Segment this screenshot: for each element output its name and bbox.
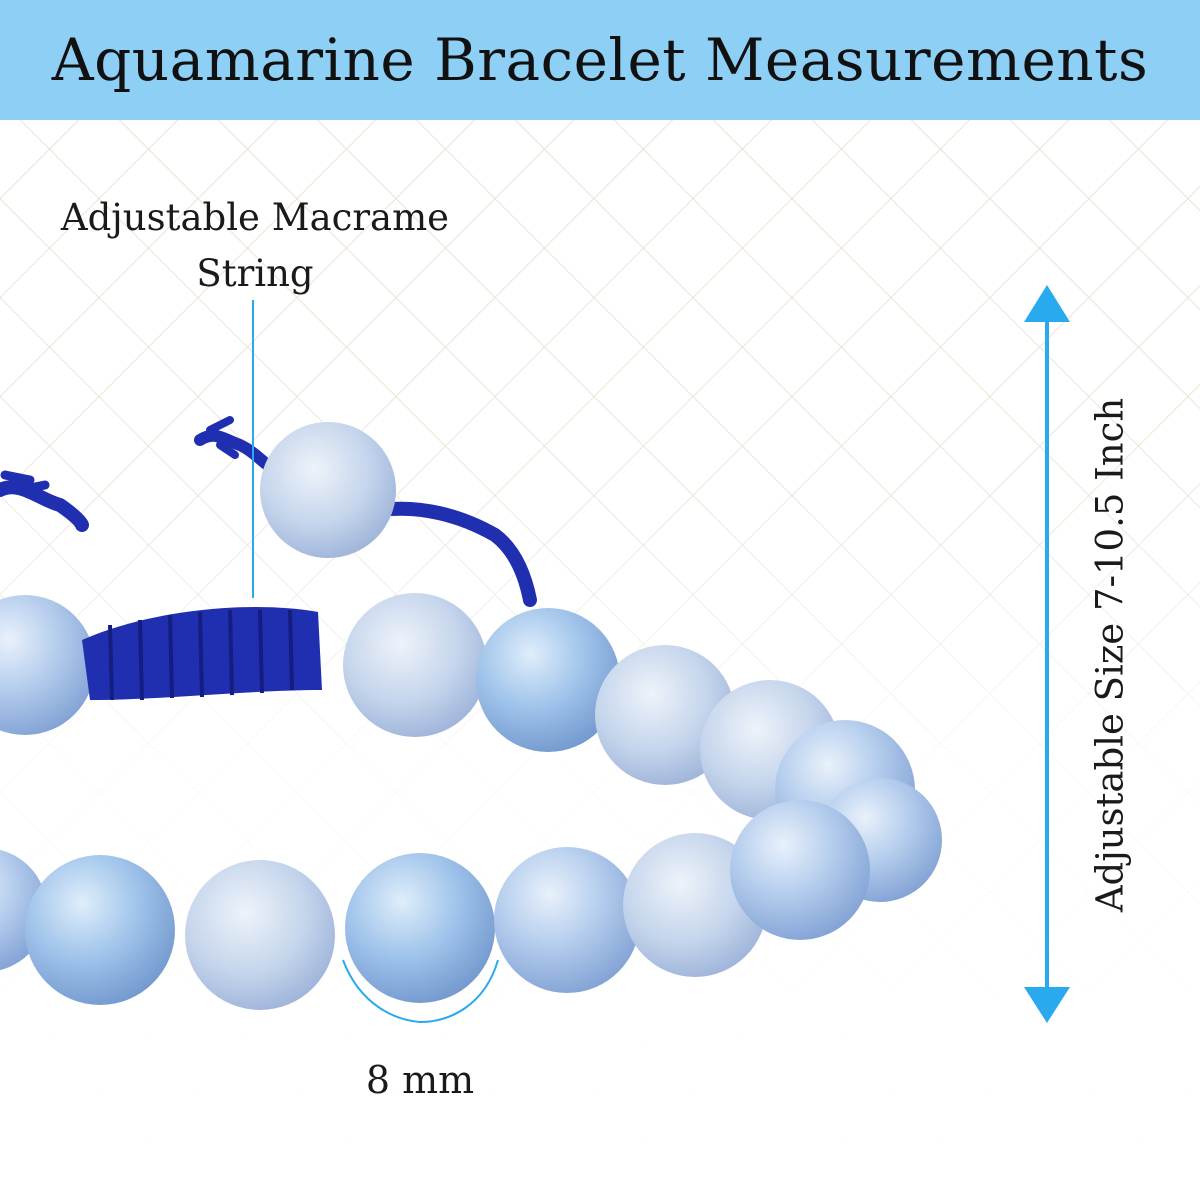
page-title: Aquamarine Bracelet Measurements	[51, 26, 1149, 94]
bead	[494, 847, 640, 993]
title-banner: Aquamarine Bracelet Measurements	[0, 0, 1200, 120]
string-label: Adjustable Macrame String	[60, 196, 450, 295]
bead	[730, 800, 870, 940]
bead-measure-arc	[342, 959, 499, 1024]
adjustable-size-label: Adjustable Size 7-10.5 Inch	[1088, 397, 1132, 913]
bead	[476, 608, 620, 752]
bead	[343, 593, 487, 737]
bracelet-front-row	[0, 800, 870, 1010]
bead	[185, 860, 335, 1010]
bead	[260, 422, 396, 558]
bead-size-label: 8 mm	[365, 1058, 475, 1102]
macrame-knot	[82, 607, 322, 701]
bead	[345, 853, 495, 1003]
bracelet-back-row	[0, 593, 942, 902]
size-arrow	[1024, 285, 1070, 1023]
bead	[0, 595, 95, 735]
bead	[25, 855, 175, 1005]
